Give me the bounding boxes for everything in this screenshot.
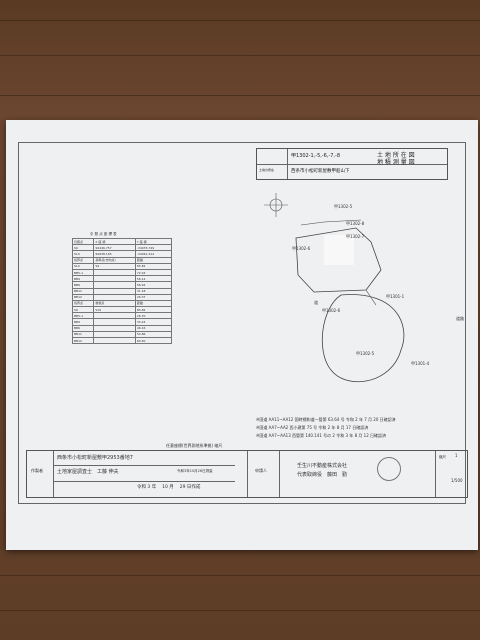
site-map: 甲1302-5 甲1302-6 甲1302-7 甲1302-8 甲1301-1 … [264,193,464,383]
table-cell: 60.50 [134,336,173,345]
title-block: 甲1302-1,-5,-6,-7,-8 土 地 所 在 図 地 積 測 量 図 … [256,148,448,180]
road-edge [300,219,362,226]
table-title: 引 照 点 座 標 表 [90,232,117,236]
address-label: 土地の所在 [259,168,275,172]
approval-note: ※国道 AA7~AA2 西小建第 75 号 令和 2 年 8 月 17 日確認済 [256,425,369,430]
applicant-label: 申請人 [255,468,267,473]
survey-date: 令和3年10月26日測量 [177,469,213,473]
glare-highlight [324,235,354,265]
title-bottom: 地 積 測 量 図 [377,159,415,166]
document-frame [18,142,466,504]
company-name: 壬生川不動産株式会社 [297,463,348,469]
representative: 代表取締役 藤田 勤 [297,472,348,478]
sheet-label: 縮尺 [439,455,446,459]
wood-grain [0,55,480,56]
map-label: 甲1302-6 [322,308,341,313]
survey-document: 甲1302-1,-5,-6,-7,-8 土 地 所 在 図 地 積 測 量 図 … [6,120,478,550]
map-label: 道 [314,299,318,305]
approval-note: ※国道 AA11~AA12 国時標和道一管第 63.64 号 令和 2 年 7 … [256,417,396,422]
address: 西条市小松町新屋敷甲船山下 [291,169,350,174]
parcel-main [295,227,382,293]
surveyor-name: 土地家屋調査士 工藤 伸夫 [57,469,119,475]
wood-grain [0,20,480,21]
wood-grain [0,575,480,576]
parcel-lower [321,294,405,383]
footer-block: 作製者 西条市小松町新屋敷甲2953番地7 土地家屋調査士 工藤 伸夫 令和3年… [26,450,468,498]
map-label: 甲1301-1 [386,294,405,299]
boundary-line [365,289,377,306]
seal-stamp-icon [377,457,401,481]
map-label: 甲1302-6 [292,246,311,251]
map-label: 甲1302-5 [334,204,353,209]
coordinate-system: 任意座標(世界測地系準拠) 縮尺 [166,443,223,448]
wood-grain [0,95,480,96]
scale: 1/500 [451,478,463,483]
table-cell: BB12 [71,336,95,345]
sheet-number: 1 [455,453,458,458]
table-row: BB12 60.50 [71,336,173,345]
lot-number: 甲1302-1,-5,-6,-7,-8 [291,153,341,159]
surveyor-address: 西条市小松町新屋敷甲2953番地7 [57,455,133,461]
map-label: 道路 [456,315,464,321]
created-date: 令和 3 年 10 月 29 日作成 [137,485,201,490]
map-label: 甲1302-8 [346,221,365,226]
map-label: 甲1302-7 [346,234,365,239]
wood-grain [0,610,480,611]
table-cell [93,336,136,345]
surveyor-label: 作製者 [31,468,43,473]
north-arrow-icon [264,193,288,217]
map-label: 甲1302-5 [356,351,375,356]
map-label: 甲1301-4 [411,361,430,366]
approval-note: ※国道 AA7~AA13 西管第 140.141 号の 2 令和 3 年 8 月… [256,433,387,438]
title-top: 土 地 所 在 図 [377,152,415,159]
